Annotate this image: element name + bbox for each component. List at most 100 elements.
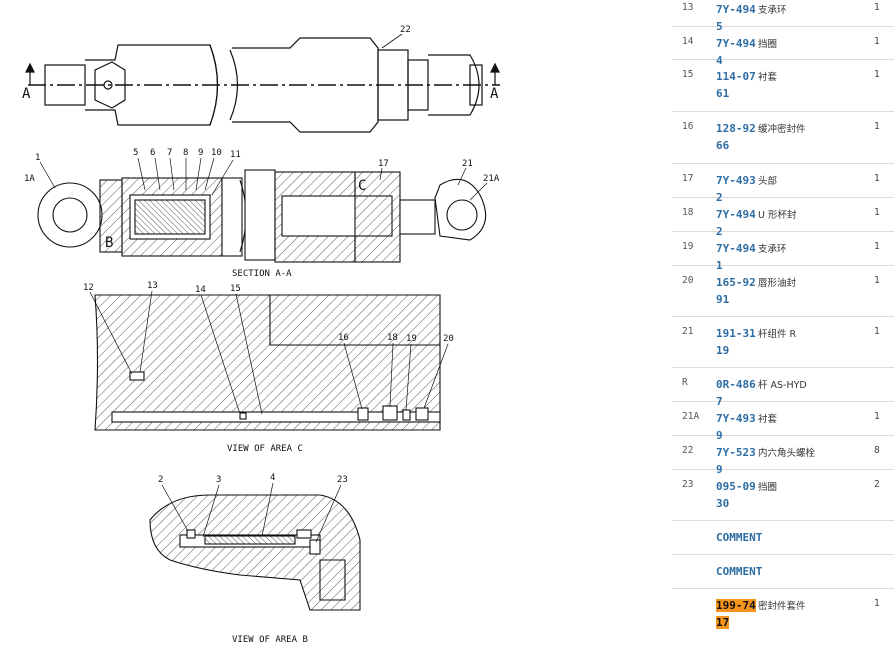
- part-description: 衬套: [758, 414, 778, 425]
- part-number-link-highlighted[interactable]: 199-7417: [716, 589, 758, 631]
- part-row-16: 16 128-9266 缓冲密封件 1: [672, 112, 894, 164]
- part-description: U 形杯封: [758, 210, 797, 221]
- part-quantity: 1: [874, 598, 880, 609]
- part-index: 23: [682, 479, 694, 490]
- part-description: 支承环: [758, 244, 787, 255]
- part-row-21a: 21A 7Y-4939 衬套 1: [672, 402, 894, 442]
- callout-4: 4: [270, 473, 275, 483]
- callout-9: 9: [198, 148, 203, 158]
- part-quantity: 1: [874, 2, 880, 13]
- callout-20: 20: [443, 334, 454, 344]
- part-number-link[interactable]: 191-3119: [716, 327, 756, 357]
- area-b-caption: VIEW OF AREA B: [232, 635, 308, 645]
- callout-8: 8: [183, 148, 188, 158]
- part-description: 衬套: [758, 72, 778, 83]
- part-index: 18: [682, 207, 694, 218]
- part-description: 挡圈: [758, 482, 778, 493]
- part-number-link[interactable]: 7Y-4942: [716, 208, 756, 238]
- callout-15: 15: [230, 284, 241, 294]
- part-index: [672, 589, 716, 598]
- part-number-link[interactable]: 7Y-4945: [716, 3, 756, 33]
- callout-6: 6: [150, 148, 155, 158]
- part-number-link[interactable]: 7Y-4932: [716, 174, 756, 204]
- part-number-link[interactable]: 128-9266: [716, 122, 756, 152]
- callout-22: 22: [400, 25, 411, 35]
- part-description: 缓冲密封件: [758, 124, 806, 135]
- callout-23: 23: [337, 475, 348, 485]
- part-index: 21: [682, 326, 694, 337]
- callout-5: 5: [133, 148, 138, 158]
- callout-11: 11: [230, 150, 241, 160]
- callout-21: 21: [462, 159, 473, 169]
- callout-19: 19: [406, 334, 417, 344]
- part-row-23: 23 095-0930 挡圈 2: [672, 470, 894, 521]
- part-row-21: 21 191-3119 杆组件 R 1: [672, 317, 894, 368]
- detail-c-mark: C: [358, 178, 366, 194]
- callout-2: 2: [158, 475, 163, 485]
- exterior-view: [25, 37, 500, 133]
- part-description: 挡圈: [758, 39, 778, 50]
- part-quantity: 1: [874, 411, 880, 422]
- part-number-link[interactable]: 0R-4867: [716, 378, 756, 408]
- callout-10: 10: [211, 148, 222, 158]
- part-row-13: 13 7Y-4945 支承环 1: [672, 0, 894, 33]
- part-index: 21A: [682, 411, 700, 422]
- callout-16: 16: [338, 333, 349, 343]
- part-row-r: R 0R-4867 杆 AS-HYD: [672, 368, 894, 408]
- part-quantity: 1: [874, 241, 880, 252]
- part-row-22: 22 7Y-5239 内六角头螺栓 8: [672, 436, 894, 476]
- part-quantity: [874, 368, 894, 377]
- part-number-link[interactable]: 114-0761: [716, 70, 756, 100]
- callout-7: 7: [167, 148, 172, 158]
- parts-list: 13 7Y-4945 支承环 1 14 7Y-4944 挡圈 1 15 114-…: [672, 0, 894, 641]
- part-row-17: 17 7Y-4932 头部 1: [672, 164, 894, 204]
- section-mark-right: A: [490, 86, 499, 102]
- callout-1: 1: [35, 153, 40, 163]
- part-index: [672, 521, 716, 530]
- part-row-15: 15 114-0761 衬套 1: [672, 60, 894, 112]
- part-description: 杆 AS-HYD: [758, 380, 807, 391]
- part-description: 支承环: [758, 5, 787, 16]
- part-index: 19: [682, 241, 694, 252]
- comment-row: COMMENT: [672, 555, 894, 589]
- part-quantity: 1: [874, 275, 880, 286]
- callout-18: 18: [387, 333, 398, 343]
- callout-17: 17: [378, 159, 389, 169]
- part-index: [672, 555, 716, 564]
- part-row-14: 14 7Y-4944 挡圈 1: [672, 27, 894, 67]
- part-index: 14: [682, 36, 694, 47]
- part-description: 密封件套件: [758, 601, 806, 612]
- section-mark-left: A: [22, 86, 31, 102]
- part-index: 15: [682, 69, 694, 80]
- part-number-link[interactable]: 165-9291: [716, 276, 756, 306]
- part-quantity: 1: [874, 207, 880, 218]
- part-number-link[interactable]: 7Y-4941: [716, 242, 756, 272]
- part-number-link[interactable]: 095-0930: [716, 480, 756, 510]
- highlight-mark: 199-7417: [716, 599, 756, 629]
- comment-link[interactable]: COMMENT: [716, 565, 763, 578]
- part-number-link[interactable]: 7Y-4939: [716, 412, 756, 442]
- callout-12: 12: [83, 283, 94, 293]
- part-quantity: 1: [874, 121, 880, 132]
- part-description: 内六角头螺栓: [758, 448, 816, 459]
- part-index: 20: [682, 275, 694, 286]
- part-number-link[interactable]: 7Y-5239: [716, 446, 756, 476]
- part-number-link[interactable]: 7Y-4944: [716, 37, 756, 67]
- callout-1a: 1A: [24, 174, 35, 184]
- detail-b-mark: B: [105, 235, 113, 251]
- area-c-view: [94, 294, 441, 431]
- part-quantity: 1: [874, 326, 880, 337]
- callout-14: 14: [195, 285, 206, 295]
- part-index: 13: [682, 2, 694, 13]
- section-caption: SECTION A-A: [232, 269, 292, 279]
- part-row-19: 19 7Y-4941 支承环 1: [672, 232, 894, 272]
- comment-link[interactable]: COMMENT: [716, 531, 763, 544]
- comment-row: COMMENT: [672, 521, 894, 555]
- area-c-caption: VIEW OF AREA C: [227, 444, 303, 454]
- part-description: 头部: [758, 176, 778, 187]
- callout-3: 3: [216, 475, 221, 485]
- part-index: 22: [682, 445, 694, 456]
- part-index: 16: [682, 121, 694, 132]
- part-index: 17: [682, 173, 694, 184]
- part-row-20: 20 165-9291 唇形油封 1: [672, 266, 894, 317]
